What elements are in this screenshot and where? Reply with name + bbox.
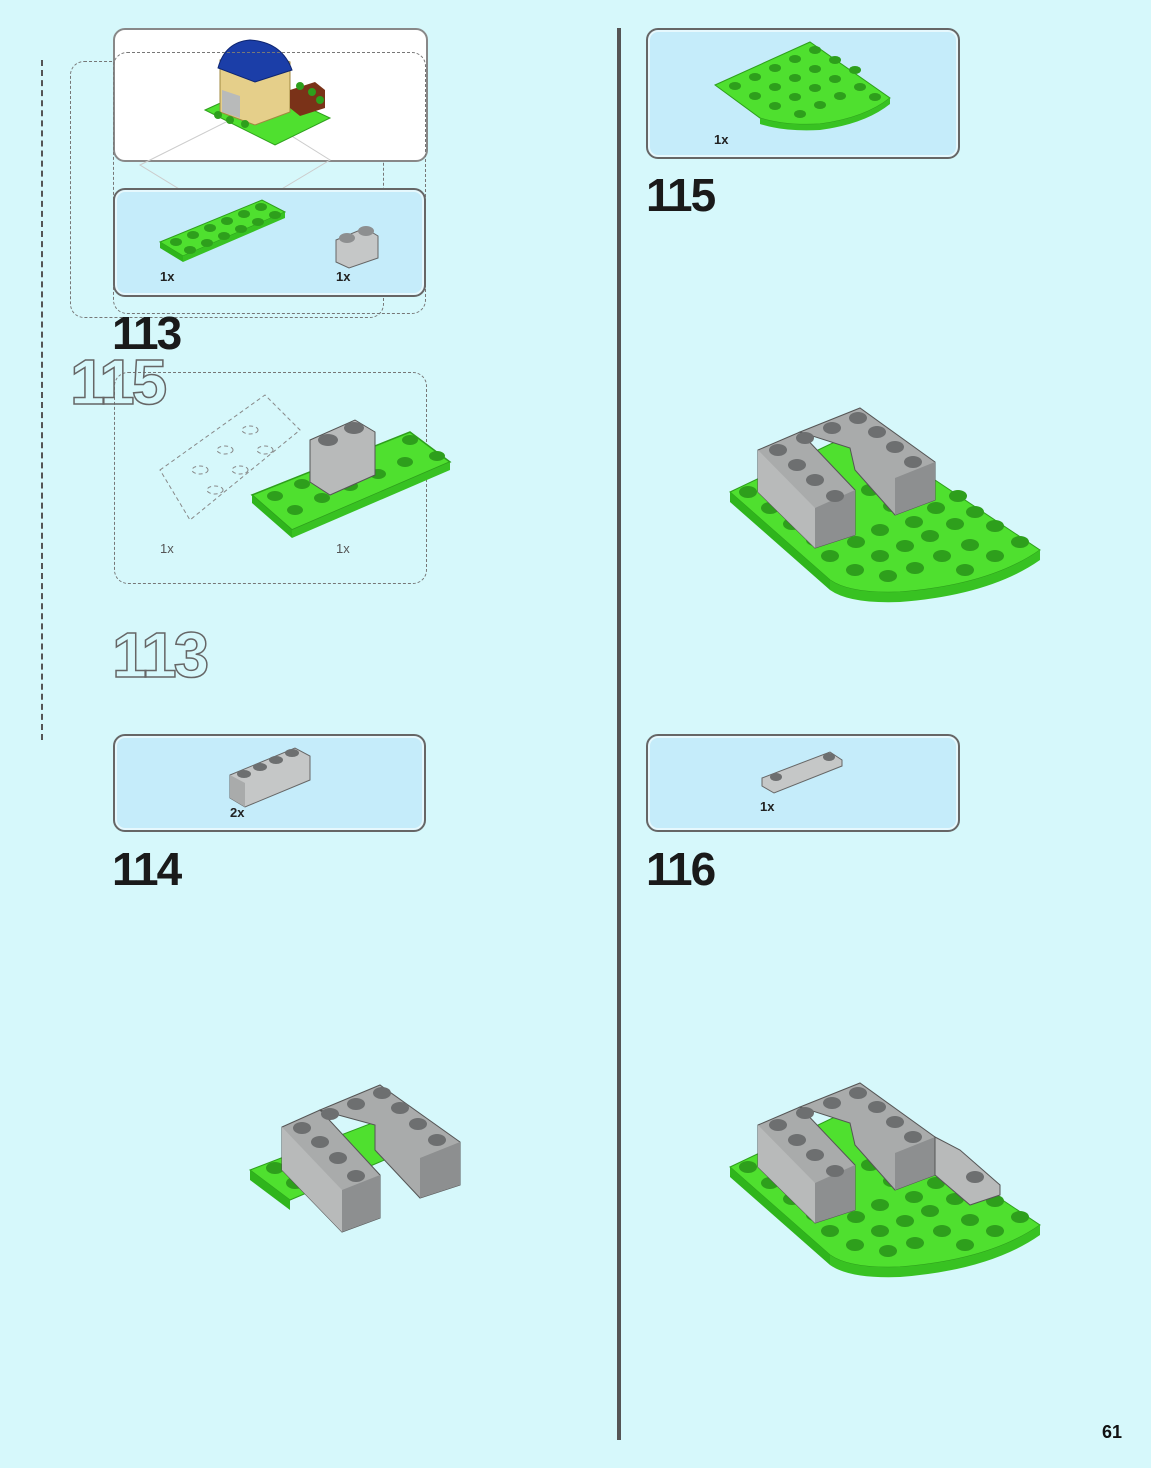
page-number: 61 [1102,1422,1122,1443]
